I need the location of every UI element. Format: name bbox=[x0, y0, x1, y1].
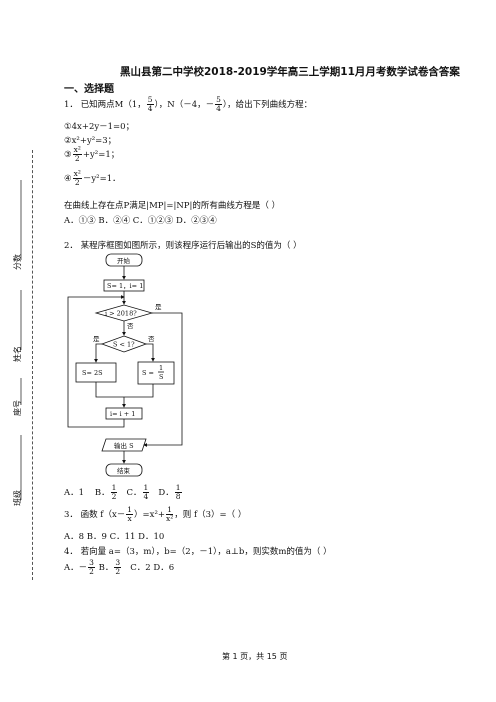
section-heading: 一、选择题 bbox=[64, 84, 114, 95]
page-title: 黑山县第二中学校2018-2019学年高三上学期11月月考数学试卷含答案 bbox=[120, 66, 460, 78]
q3-choices: A．8 B．9 C．11 D．10 bbox=[64, 532, 165, 542]
flow-assign-right-box bbox=[137, 361, 175, 385]
q1-option-1: ①4x+2y－1=0； bbox=[64, 122, 135, 132]
flow-cond2-no: 否 bbox=[148, 335, 155, 343]
q1-option-2: ②x²+y²=3； bbox=[64, 136, 117, 146]
flow-end-box bbox=[105, 463, 143, 477]
flow-output-box bbox=[101, 438, 147, 452]
flow-assign-right-label: S = bbox=[142, 369, 154, 377]
flow-cond2-label: S < 1? bbox=[113, 341, 135, 349]
flow-cond2-diamond bbox=[100, 335, 148, 353]
page-footer: 第 1 页，共 15 页 bbox=[222, 652, 288, 661]
flow-cond1-label: i > 2018? bbox=[105, 310, 137, 318]
flow-output-label: 输出 S bbox=[114, 441, 134, 450]
flow-end-label: 结束 bbox=[117, 466, 131, 475]
q1-question: 在曲线上存在点P满足|MP|=|NP|的所有曲线方程是（ ） bbox=[64, 201, 281, 211]
flow-start-label: 开始 bbox=[117, 256, 131, 265]
flow-assign-left-label: S= 2S bbox=[82, 369, 103, 377]
flow-assign-right-den: S bbox=[159, 373, 163, 381]
binding-line bbox=[32, 150, 33, 580]
q2-stem: 2． 某程序框图如图所示，则该程序运行后输出的S的值为（ ） bbox=[64, 241, 302, 251]
q1-choices: A．①③ B．②④ C．①②③ D．②③④ bbox=[64, 216, 217, 226]
flow-cond1-yes: 是 bbox=[155, 303, 162, 311]
flow-assign-right-num: 1 bbox=[159, 364, 163, 372]
margin-underlines bbox=[20, 180, 22, 500]
flow-init-label: S= 1，i= 1 bbox=[107, 282, 143, 290]
q4-stem: 4． 若向量 a=（3，m），b=（2，－1），a⊥b，则实数m的值为（ ） bbox=[64, 547, 332, 557]
flow-incr-label: i= i + 1 bbox=[110, 410, 135, 418]
flow-cond2-yes: 是 bbox=[93, 335, 100, 343]
flowchart: 开始 S= 1，i= 1 i > 2018? 是 否 S < 1? 是 否 S=… bbox=[67, 253, 183, 477]
flow-cond1-no: 否 bbox=[127, 322, 134, 330]
